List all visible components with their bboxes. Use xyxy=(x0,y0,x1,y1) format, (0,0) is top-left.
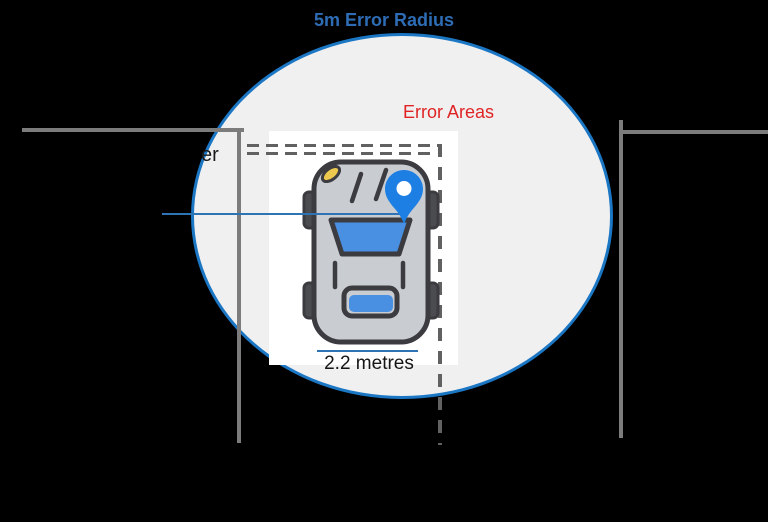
parking-line-left-vertical xyxy=(237,128,241,443)
car-width-label: 2.2 metres xyxy=(324,353,414,374)
error-areas-label: Error Areas xyxy=(403,102,495,122)
parking-line-left-horizontal xyxy=(22,128,244,132)
hood-line-left xyxy=(349,171,364,204)
car-top-view-icon xyxy=(302,159,440,345)
error-area-dashed-line-vertical xyxy=(438,144,442,445)
pin-dot xyxy=(396,181,412,196)
rear-window-glass xyxy=(349,295,393,312)
hood-line-right xyxy=(373,167,389,202)
headlight xyxy=(320,164,342,184)
map-pin-icon xyxy=(385,170,423,224)
error-area-dashed-line-second xyxy=(247,152,433,155)
car-width-measure-line xyxy=(317,350,418,352)
leader-line-to-pin xyxy=(162,213,404,215)
clipped-left-label: er xyxy=(201,144,219,166)
pin-body xyxy=(385,170,423,224)
diagram-title: 5m Error Radius xyxy=(313,10,455,30)
parking-line-right-vertical xyxy=(619,120,623,438)
windshield xyxy=(328,217,413,257)
parking-line-right-horizontal xyxy=(620,130,768,134)
error-area-dashed-line-top xyxy=(247,144,440,147)
